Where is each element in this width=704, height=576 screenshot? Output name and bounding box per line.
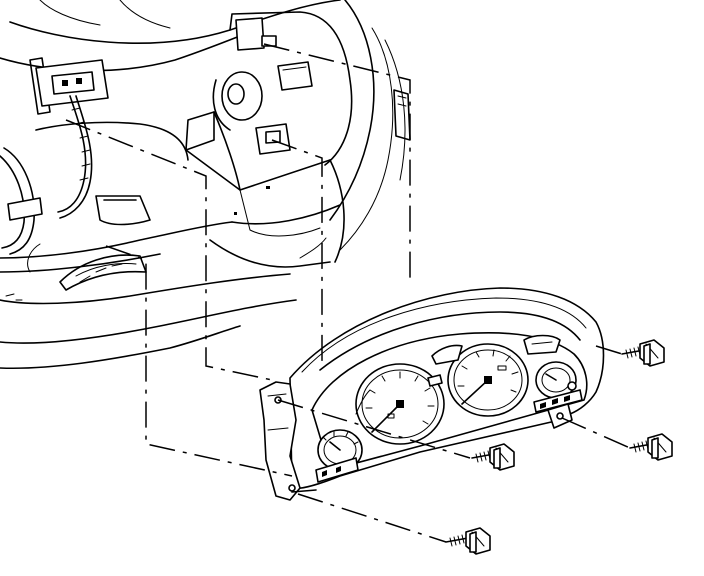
leader-right-ear-to-screw — [561, 417, 631, 449]
mounting-screw-lower-left — [445, 527, 491, 555]
leader-upper-right-tab — [263, 43, 411, 282]
leader-center-tab — [271, 139, 323, 362]
leader-lower-ear-to-screw — [297, 493, 447, 543]
leader-ear-to-center-screw — [277, 399, 471, 459]
leader-lower-opening — [105, 245, 293, 477]
mounting-screw-center — [471, 443, 515, 471]
leader-lines — [65, 43, 631, 543]
mounting-screw-lower-right — [629, 433, 673, 461]
instrument-cluster — [259, 287, 605, 501]
mounting-screw-upper-right — [621, 339, 665, 367]
leader-steering-opening — [65, 119, 273, 381]
instrument-panel-carrier — [0, 0, 411, 370]
leader-hood-to-screw — [595, 345, 623, 355]
